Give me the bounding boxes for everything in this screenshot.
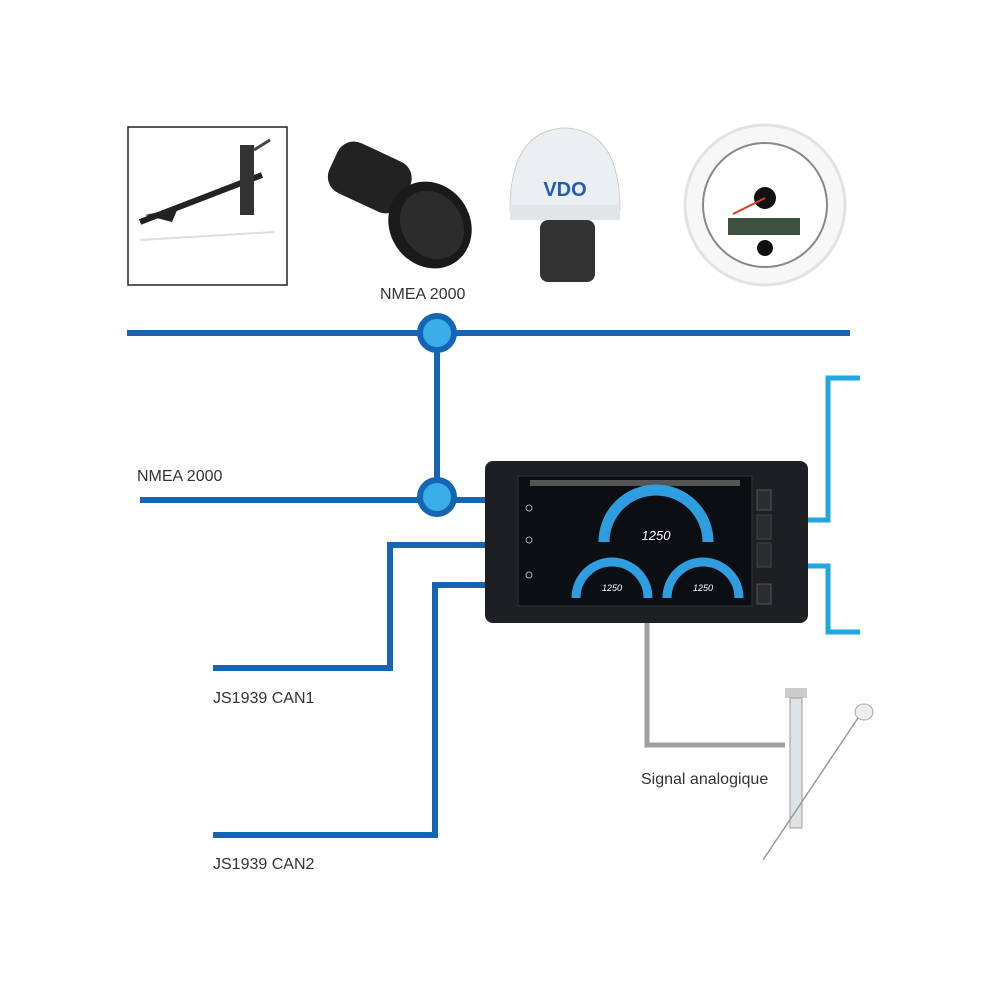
- display-main-rpm: 1250: [642, 528, 672, 543]
- analog-signal-line: [644, 620, 785, 748]
- can2-line: [213, 582, 487, 838]
- gps-antenna-image: VDO: [509, 127, 621, 282]
- can1-line: [213, 542, 487, 671]
- vdo-gauge-image: [683, 123, 847, 287]
- tank-level-sensor-image: [762, 688, 874, 861]
- wind-sensor-image: [127, 126, 288, 286]
- nmea-node-top: [417, 313, 457, 353]
- display-left-rpm: 1250: [602, 583, 622, 593]
- display-right-rpm: 1250: [693, 583, 713, 593]
- nmea-2000-top-label: NMEA 2000: [380, 286, 466, 303]
- display-unit: 1250 1250 1250: [485, 461, 808, 623]
- depth-transducer-image: [327, 141, 472, 269]
- can2-label: JS1939 CAN2: [213, 856, 315, 873]
- output-bracket-top: [806, 375, 860, 523]
- gps-brand-logo: VDO: [543, 179, 586, 201]
- can1-label: JS1939 CAN1: [213, 690, 315, 707]
- nmea-2000-left-label: NMEA 2000: [137, 468, 223, 485]
- output-bracket-bottom: [806, 563, 860, 635]
- analog-signal-label: Signal analogique: [641, 771, 769, 788]
- nmea-node-left: [417, 477, 457, 517]
